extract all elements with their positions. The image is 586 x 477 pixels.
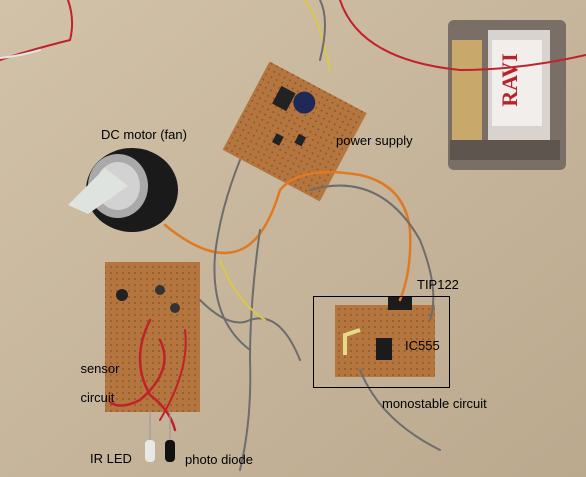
sensor-circuit-label: sensor circuit: [66, 348, 119, 419]
dc-motor: [68, 148, 178, 232]
monostable-circuit-label: monostable circuit: [382, 396, 487, 411]
monostable-highlight-box: [313, 296, 450, 388]
monostable-board: [335, 296, 435, 377]
ir-led-and-photodiode: [145, 410, 175, 462]
sensor-circuit-label-line2: circuit: [80, 389, 115, 405]
power-supply-board: [222, 61, 367, 202]
tip122-label: TIP122: [417, 277, 459, 292]
dc-motor-label: DC motor (fan): [101, 127, 187, 142]
sensor-board: [105, 262, 200, 412]
power-supply-label: power supply: [336, 133, 413, 148]
ic555-label: IC555: [405, 338, 440, 353]
ir-led-label: IR LED: [90, 451, 132, 466]
transformer: [448, 20, 566, 170]
photo-diode-label: photo diode: [185, 452, 253, 467]
sensor-circuit-label-line1: sensor: [80, 361, 120, 377]
